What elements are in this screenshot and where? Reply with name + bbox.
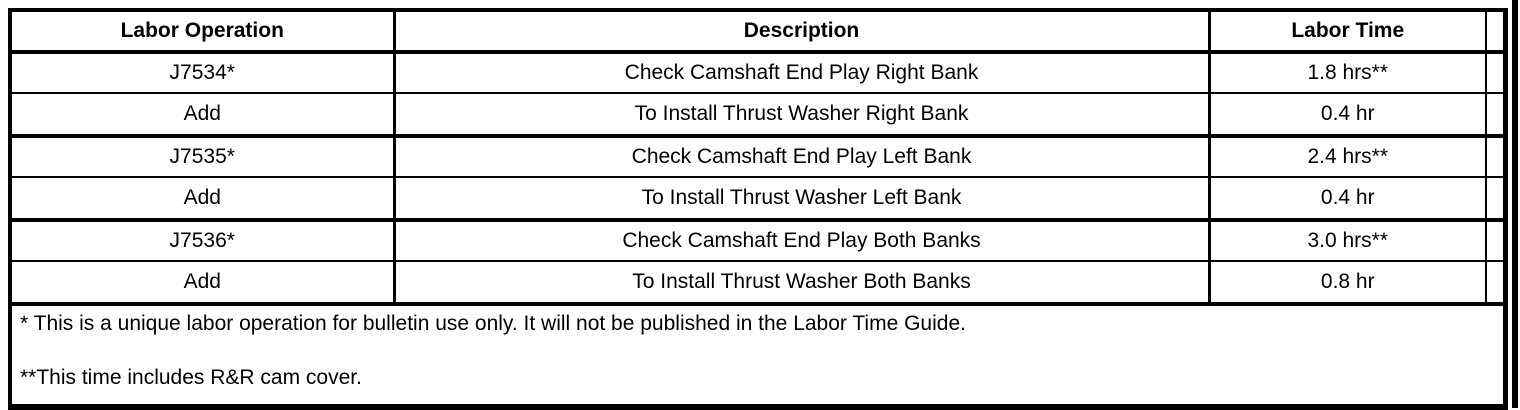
spacer-cell xyxy=(1485,218,1505,261)
description-cell: Check Camshaft End Play Left Bank xyxy=(392,134,1209,177)
table-row-add-right-bank: Add To Install Thrust Washer Right Bank … xyxy=(10,92,1505,136)
labor-time-cell: 2.4 hrs** xyxy=(1207,134,1486,177)
spacer-cell xyxy=(1485,176,1505,220)
labor-operation-cell: Add xyxy=(10,92,394,136)
labor-operation-cell: J7534* xyxy=(10,50,394,93)
description-cell: To Install Thrust Washer Left Bank xyxy=(392,176,1209,220)
spacer-cell xyxy=(1485,134,1505,177)
table-row-j7536: J7536* Check Camshaft End Play Both Bank… xyxy=(10,218,1505,261)
labor-operation-cell: J7535* xyxy=(10,134,394,177)
footnote-unique-operation: * This is a unique labor operation for b… xyxy=(20,312,966,335)
table-row-j7534: J7534* Check Camshaft End Play Right Ban… xyxy=(10,50,1505,93)
labor-time-table: Labor Operation Description Labor Time J… xyxy=(8,8,1508,410)
header-labor-time: Labor Time xyxy=(1207,10,1486,54)
table-row-add-left-bank: Add To Install Thrust Washer Left Bank 0… xyxy=(10,176,1505,220)
description-cell: Check Camshaft End Play Right Bank xyxy=(392,50,1209,93)
description-cell: To Install Thrust Washer Both Banks xyxy=(392,260,1209,304)
spacer-cell xyxy=(1485,92,1505,136)
labor-time-cell: 0.8 hr xyxy=(1207,260,1486,304)
footnote-row: * This is a unique labor operation for b… xyxy=(10,302,1505,407)
labor-time-cell: 3.0 hrs** xyxy=(1207,218,1486,261)
header-labor-operation: Labor Operation xyxy=(10,10,394,54)
labor-time-cell: 0.4 hr xyxy=(1207,92,1486,136)
description-cell: Check Camshaft End Play Both Banks xyxy=(392,218,1209,261)
description-cell: To Install Thrust Washer Right Bank xyxy=(392,92,1209,136)
header-spacer-cell xyxy=(1485,10,1505,54)
labor-operation-cell: Add xyxy=(10,260,394,304)
labor-operation-cell: Add xyxy=(10,176,394,220)
spacer-cell xyxy=(1485,260,1505,304)
table-header-row: Labor Operation Description Labor Time xyxy=(10,10,1505,54)
page-edge-line xyxy=(1512,0,1518,408)
footnote-cell: * This is a unique labor operation for b… xyxy=(10,302,1505,407)
table-row-j7535: J7535* Check Camshaft End Play Left Bank… xyxy=(10,134,1505,177)
footnote-rr-cam-cover: **This time includes R&R cam cover. xyxy=(20,366,362,390)
labor-operation-cell: J7536* xyxy=(10,218,394,261)
labor-time-cell: 1.8 hrs** xyxy=(1207,50,1486,93)
spacer-cell xyxy=(1485,50,1505,93)
table-row-add-both-banks: Add To Install Thrust Washer Both Banks … xyxy=(10,260,1505,304)
labor-time-cell: 0.4 hr xyxy=(1207,176,1486,220)
header-description: Description xyxy=(392,10,1209,54)
